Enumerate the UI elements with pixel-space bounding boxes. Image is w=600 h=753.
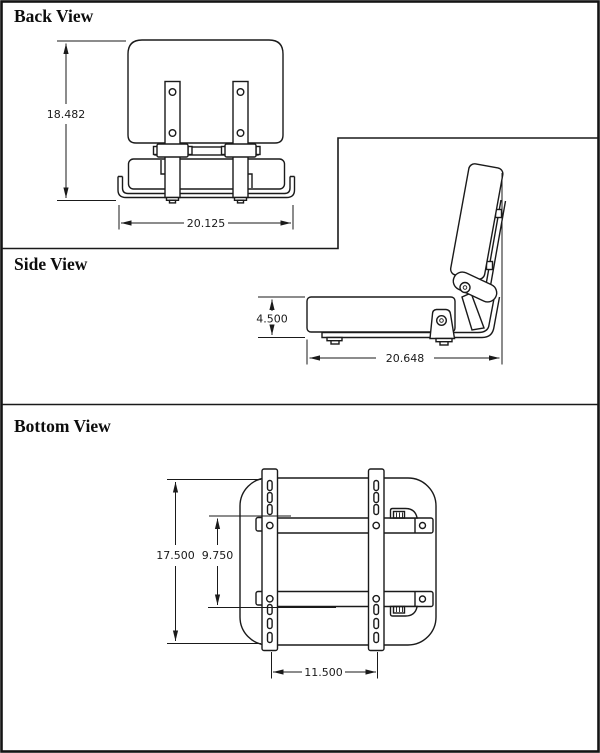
mount-rail-right bbox=[367, 468, 385, 652]
seat-back-outline bbox=[127, 158, 286, 190]
dim-side-depth: 20.648 bbox=[306, 173, 503, 365]
seat-frame bbox=[321, 295, 501, 339]
dim-back-width-value: 20.125 bbox=[187, 217, 226, 230]
backrest-side bbox=[449, 163, 504, 280]
dim-side-depth-value: 20.648 bbox=[386, 352, 425, 365]
dim-back-width: 20.125 bbox=[118, 205, 294, 230]
latch-hardware-top bbox=[389, 507, 427, 533]
latch-hardware-bottom bbox=[389, 591, 427, 617]
hinge-clamps bbox=[152, 143, 261, 158]
bottom-channel bbox=[117, 175, 296, 199]
dim-hole-span-value: 9.750 bbox=[202, 549, 234, 562]
crossbar-bottom bbox=[262, 590, 434, 608]
mount-rail-left bbox=[164, 80, 181, 199]
side-view: Side View bbox=[14, 163, 507, 365]
backrest-outline bbox=[127, 39, 284, 144]
seat-cushion bbox=[306, 296, 456, 333]
rail-holes bbox=[168, 87, 245, 137]
dim-bottom-hole-span: 9.750 bbox=[202, 515, 336, 608]
support-bracket bbox=[429, 308, 456, 346]
dim-bottom-bracket-length: 17.500 bbox=[156, 479, 261, 644]
dim-side-thickness: 4.500 bbox=[256, 296, 305, 338]
mount-rail-right bbox=[232, 80, 249, 199]
hinge-assembly bbox=[452, 271, 498, 331]
side-view-title: Side View bbox=[14, 254, 88, 274]
dim-bottom-bracket-spacing: 11.500 bbox=[271, 652, 378, 679]
front-foot bbox=[326, 336, 343, 345]
channel-feet bbox=[165, 196, 248, 204]
bottom-view: Bottom View bbox=[14, 416, 437, 679]
dim-side-thickness-value: 4.500 bbox=[256, 313, 288, 326]
dim-back-height-value: 18.482 bbox=[47, 108, 86, 121]
dim-bracket-length-value: 17.500 bbox=[156, 549, 195, 562]
dim-back-height: 18.482 bbox=[47, 40, 126, 201]
back-view-title: Back View bbox=[14, 6, 94, 26]
rail-slots bbox=[265, 479, 381, 644]
dim-bracket-spacing-value: 11.500 bbox=[304, 666, 343, 679]
mount-rail-left bbox=[261, 468, 279, 652]
crossbar-top bbox=[262, 517, 434, 534]
back-side-divider bbox=[2, 137, 598, 250]
bottom-view-title: Bottom View bbox=[14, 416, 111, 436]
back-view: Back View bbox=[14, 6, 296, 230]
